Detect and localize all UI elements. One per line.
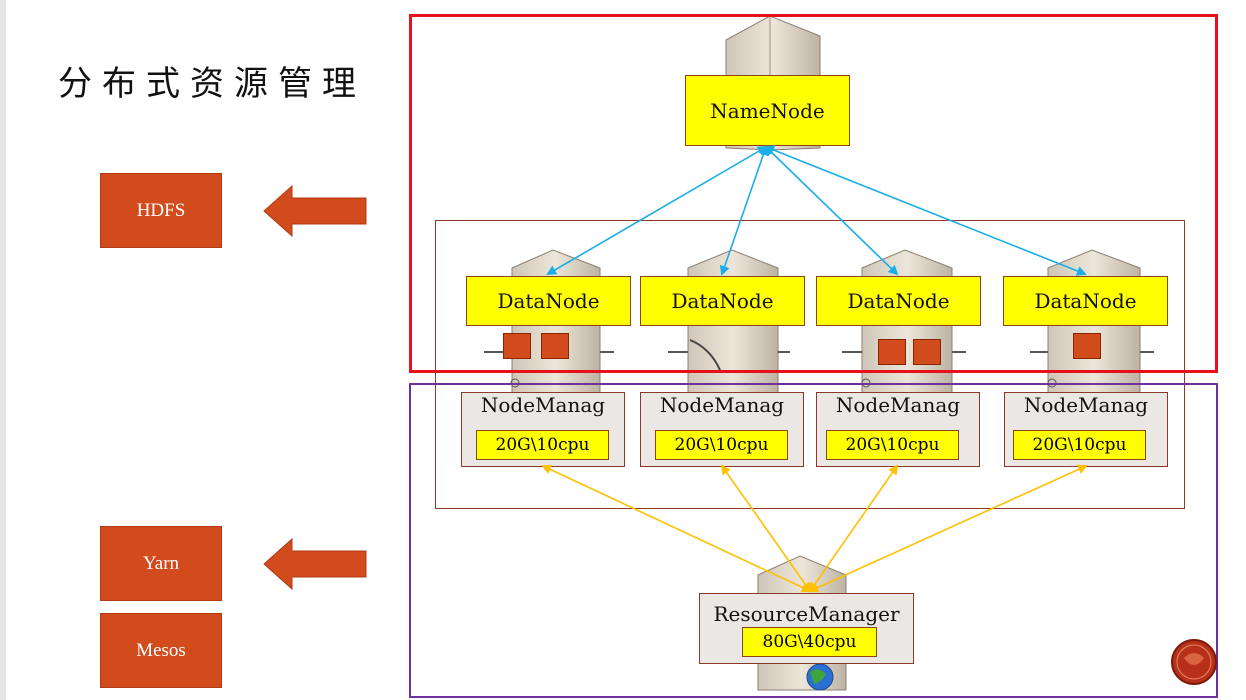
hdfs-cluster-frame bbox=[409, 14, 1218, 373]
nodemanager-box-3: NodeManag 20G\10cpu bbox=[816, 392, 980, 467]
yarn-arrow-icon bbox=[263, 537, 367, 591]
data-block bbox=[913, 339, 941, 365]
nodemanager-label: NodeManag bbox=[659, 393, 785, 417]
nodemanager-box-1: NodeManag 20G\10cpu bbox=[461, 392, 625, 467]
mesos-label: Mesos bbox=[100, 613, 222, 688]
datanode-box-1: DataNode bbox=[466, 276, 631, 326]
hdfs-arrow-icon bbox=[263, 184, 367, 238]
yarn-cluster-frame bbox=[409, 383, 1218, 698]
nodemanager-box-4: NodeManag 20G\10cpu bbox=[1004, 392, 1168, 467]
nodemanager-resource: 20G\10cpu bbox=[1013, 430, 1146, 460]
slide-title: 分布式资源管理 bbox=[58, 64, 366, 104]
resourcemanager-label: ResourceManager bbox=[713, 602, 900, 626]
datanode-box-2: DataNode bbox=[640, 276, 805, 326]
nodemanager-label: NodeManag bbox=[480, 393, 606, 417]
nodemanager-resource: 20G\10cpu bbox=[826, 430, 959, 460]
yarn-label: Yarn bbox=[100, 526, 222, 601]
data-block bbox=[878, 339, 906, 365]
data-block bbox=[1073, 333, 1101, 359]
nodemanager-label: NodeManag bbox=[1023, 393, 1149, 417]
resourcemanager-box: ResourceManager 80G\40cpu bbox=[699, 593, 914, 664]
data-block bbox=[503, 333, 531, 359]
nodemanager-resource: 20G\10cpu bbox=[655, 430, 788, 460]
slide-emblem-icon bbox=[1171, 639, 1217, 685]
data-block bbox=[541, 333, 569, 359]
resourcemanager-resource: 80G\40cpu bbox=[742, 627, 877, 657]
slide-left-edge bbox=[0, 0, 6, 700]
namenode-box: NameNode bbox=[685, 75, 850, 146]
nodemanager-resource: 20G\10cpu bbox=[476, 430, 609, 460]
hdfs-label: HDFS bbox=[100, 173, 222, 248]
datanode-box-4: DataNode bbox=[1003, 276, 1168, 326]
nodemanager-label: NodeManag bbox=[835, 393, 961, 417]
datanode-box-3: DataNode bbox=[816, 276, 981, 326]
nodemanager-box-2: NodeManag 20G\10cpu bbox=[640, 392, 804, 467]
